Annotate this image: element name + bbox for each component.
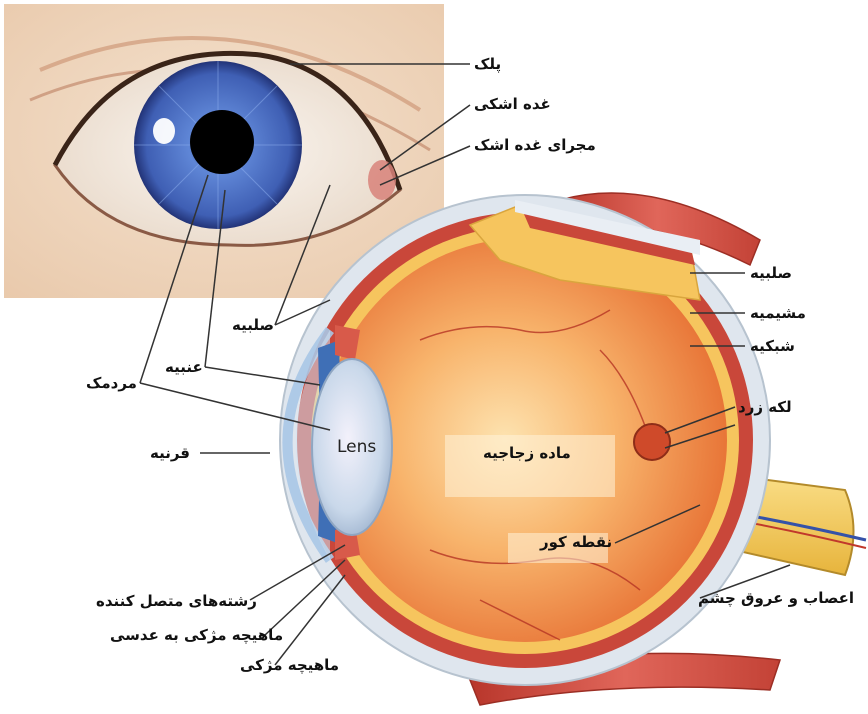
label-eyelid: پلک	[474, 55, 501, 73]
label-lacrimal-gland: غده اشکی	[474, 95, 551, 113]
label-zonular-fibers: رشته‌های متصل کننده	[96, 592, 257, 610]
label-cornea: قرنیه	[150, 444, 190, 462]
label-optic-nerve: اعصاب و عروق چشم	[698, 589, 854, 607]
pupil-photo	[190, 110, 254, 174]
label-lens: Lens	[337, 437, 376, 457]
label-macula: لکه زرد	[738, 398, 792, 416]
label-ciliary-to-lens: ماهیچه مژکی به عدسی	[110, 626, 283, 644]
label-ciliary-muscle: ماهیچه مژکی	[240, 656, 339, 674]
label-iris: عنبیه	[165, 358, 203, 376]
macula-shape	[634, 424, 670, 460]
label-choroid: مشیمیه	[750, 304, 806, 322]
label-retina: شبکیه	[750, 337, 795, 355]
label-blind-spot: نقطه کور	[540, 533, 612, 551]
label-pupil: مردمک	[86, 374, 137, 392]
label-sclera-front: صلبیه	[232, 316, 274, 334]
label-sclera: صلبیه	[750, 264, 792, 282]
label-tear-duct: مجرای غده اشک	[474, 136, 596, 154]
label-vitreous: ماده زجاجیه	[483, 444, 571, 462]
